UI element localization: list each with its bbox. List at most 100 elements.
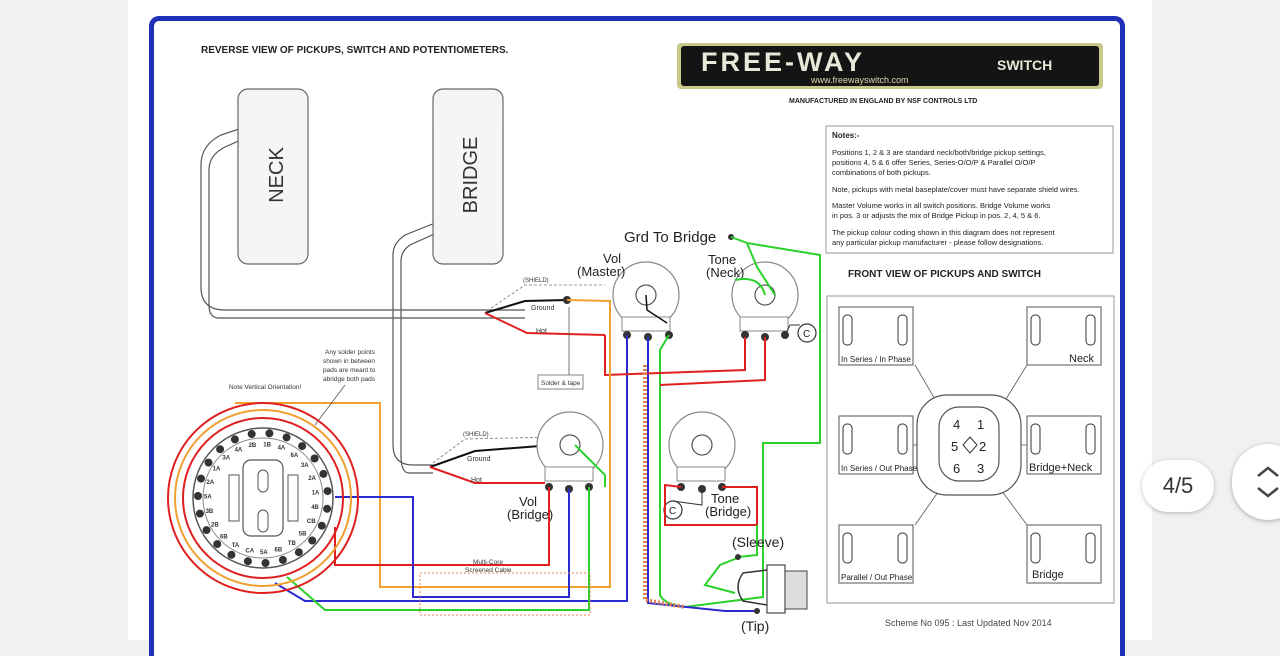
bridge-pickup: BRIDGE <box>310 88 525 474</box>
switch-pad-label: 3A <box>222 455 230 461</box>
switch-pad <box>204 458 213 467</box>
switch-pad-label: TA <box>232 543 240 549</box>
config-in-series-in-phase: In Series / In Phase <box>838 306 914 366</box>
sleeve-label: (Sleeve) <box>732 534 784 550</box>
vol-bridge-label: Vol <box>519 494 537 509</box>
scheme-label: Scheme No 095 : Last Updated Nov 2014 <box>885 618 1052 628</box>
switch-position-3: 3 <box>977 461 984 476</box>
ground-label-neck: Ground <box>531 305 554 312</box>
tip-label: (Tip) <box>741 618 769 634</box>
solder-note-line: pads are meant to <box>323 367 376 374</box>
switch-pad <box>310 454 319 463</box>
ground-label-bridge: Ground <box>467 456 490 463</box>
switch-pad <box>230 435 239 444</box>
multicore-sublabel: Screened Cable <box>465 567 512 574</box>
note-line: Note, pickups with metal baseplate/cover… <box>832 185 1080 194</box>
wiring-diagram: REVERSE VIEW OF PICKUPS, SWITCH AND POTE… <box>149 16 1125 656</box>
hot-label-bridge: Hot <box>471 477 482 484</box>
tone-bridge-sublabel: (Bridge) <box>705 504 751 519</box>
note-line: in pos. 3 or adjusts the mix of Bridge P… <box>832 211 1040 220</box>
switch-pad <box>202 526 211 535</box>
switch-pad <box>298 442 307 451</box>
front-view: In Series / In Phase Neck In Series / Ou… <box>826 295 1115 604</box>
config-bridge: Bridge <box>1026 524 1102 584</box>
switch-pad <box>247 430 256 438</box>
switch-position-4: 4 <box>953 417 960 432</box>
config-in-series-out-phase: In Series / Out Phase <box>838 415 918 475</box>
switch-pad-label: 6B <box>275 547 283 553</box>
switch-pad-label: 3A <box>301 463 309 469</box>
solder-note-line: Any solder points <box>325 349 376 356</box>
logo-text: FREE-WAY <box>701 47 865 77</box>
note-line: Positions 1, 2 & 3 are standard neck/bot… <box>832 148 1046 157</box>
switch-pad-label: 1B <box>263 442 271 448</box>
vol-master-label: Vol <box>603 251 621 266</box>
logo-switch: SWITCH <box>997 57 1052 73</box>
output-jack: (Sleeve) (Tip) <box>732 534 808 634</box>
heading-reverse-view: REVERSE VIEW OF PICKUPS, SWITCH AND POTE… <box>201 45 509 56</box>
grd-to-bridge-label: Grd To Bridge <box>624 229 716 246</box>
switch-pad <box>243 557 252 566</box>
notes-box: Notes:- Positions 1, 2 & 3 are standard … <box>825 125 1114 254</box>
switch-pad-label: 2B <box>211 523 219 529</box>
pot-vol-bridge: Vol (Bridge) <box>507 411 604 522</box>
switch-pad <box>278 555 287 564</box>
switch-pad-label: 1A <box>312 490 320 496</box>
freeway-logo: FREE-WAY SWITCH www.freewayswitch.com <box>677 43 1103 89</box>
solder-note-line: shown in between <box>323 358 375 365</box>
config-parallel-out-phase: Parallel / Out Phase <box>838 524 914 584</box>
switch-pad-label: CA <box>245 549 254 555</box>
tone-neck-sublabel: (Neck) <box>706 265 744 280</box>
switch-position-6: 6 <box>953 461 960 476</box>
solder-note-line: abridge both pads <box>323 376 376 383</box>
page-scroll-button[interactable] <box>1232 444 1280 520</box>
label-bridge: Bridge <box>1032 569 1064 581</box>
diagram-canvas: REVERSE VIEW OF PICKUPS, SWITCH AND POTE… <box>167 43 1115 634</box>
shield-label-neck: (SHIELD) <box>523 278 549 284</box>
label-bridge-neck: Bridge+Neck <box>1029 462 1093 474</box>
vol-master-sublabel: (Master) <box>577 264 625 279</box>
capacitor-neck: C <box>803 329 810 340</box>
switch-pad-label: 5A <box>204 494 212 500</box>
up-down-arrows-icon <box>1257 466 1279 498</box>
switch-position-1: 1 <box>977 417 984 432</box>
note-line: positions 4, 5 & 6 offer Series, Series-… <box>832 158 1036 167</box>
label-in-series-out-phase: In Series / Out Phase <box>841 464 918 473</box>
switch-pad <box>213 540 222 549</box>
switch-pad <box>323 504 332 513</box>
switch-pad-label: 3B <box>206 509 214 515</box>
switch-pad <box>216 445 225 454</box>
front-view-title: FRONT VIEW OF PICKUPS AND SWITCH <box>848 269 1041 280</box>
switch-pad-label: 5B <box>299 531 307 537</box>
multicore-cable: Multi-Core Screened Cable <box>419 365 686 616</box>
switch-pad-label: TB <box>288 541 297 547</box>
switch-pad <box>319 469 328 478</box>
multicore-label: Multi-Core <box>473 559 503 566</box>
page-indicator[interactable]: 4/5 <box>1142 460 1214 512</box>
switch-pad <box>308 536 317 545</box>
switch-pad-label: 2B <box>249 443 257 449</box>
switch-pad <box>227 550 236 559</box>
switch-pad-label: CB <box>307 519 316 525</box>
switch-pad <box>294 548 303 557</box>
config-neck: Neck <box>1026 306 1102 366</box>
wiring <box>235 236 821 612</box>
switch-pad <box>261 559 270 567</box>
neck-leads: (SHIELD) Ground Hot Solder & tape <box>484 278 606 390</box>
switch-pad-label: 4A <box>235 447 243 453</box>
notes-title: Notes:- <box>832 131 860 140</box>
logo-url: www.freewayswitch.com <box>810 75 909 85</box>
note-line: The pickup colour coding shown in this d… <box>832 228 1056 237</box>
pot-vol-master: Vol (Master) <box>577 251 680 341</box>
switch-pad-label: 2A <box>207 480 215 486</box>
switch-pad <box>323 487 332 496</box>
switch-position-5: 5 <box>951 439 958 454</box>
manufactured-text: MANUFACTURED IN ENGLAND BY NSF CONTROLS … <box>789 98 977 105</box>
pickup-bridge-label: BRIDGE <box>460 137 482 214</box>
label-parallel-out-phase: Parallel / Out Phase <box>841 573 913 582</box>
neck-pickup: NECK <box>200 88 310 319</box>
label-neck: Neck <box>1069 353 1095 365</box>
